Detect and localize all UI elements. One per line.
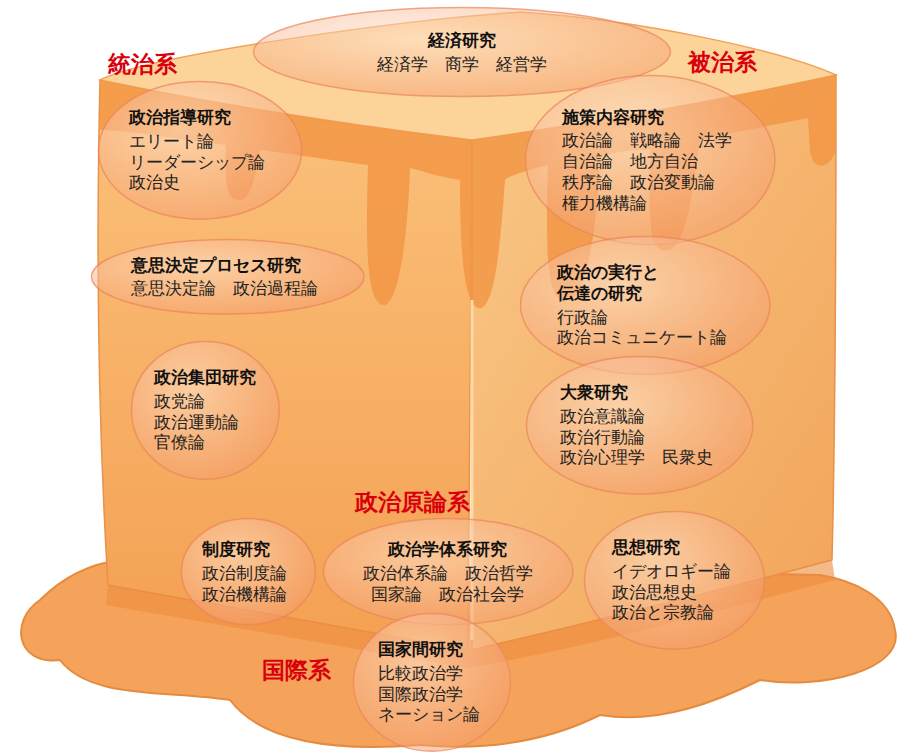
topic-heading: 大衆研究 bbox=[560, 382, 720, 403]
group-label: 統治系 bbox=[108, 52, 177, 77]
bubble-content: 政治集団研究政党論 政治運動論 官僚論 bbox=[154, 367, 256, 453]
topic-heading: 政治集団研究 bbox=[154, 367, 256, 388]
bubble-content: 政治学体系研究政治体系論 政治哲学 国家論 政治社会学 bbox=[360, 539, 537, 604]
topic-fields: 政治意識論 政治行動論 政治心理学 民衆史 bbox=[560, 406, 720, 468]
bubble-ellipse bbox=[585, 511, 765, 649]
topic-bubble: 国家間研究比較政治学 国際政治学 ネーション論 bbox=[352, 612, 512, 753]
topic-heading: 政治の実行と 伝達の研究 bbox=[557, 262, 666, 303]
topic-fields: エリート論 リーダーシップ論 政治史 bbox=[129, 131, 272, 193]
bubble-outline bbox=[519, 235, 771, 376]
topic-bubble: 施策内容研究政治論 戦略論 法学 自治論 地方自治 秩序論 政治変動論 権力機構… bbox=[524, 74, 776, 246]
bubble-content: 意思決定プロセス研究意思決定論 政治過程論 bbox=[131, 255, 325, 299]
topic-fields: 行政論 政治コミュニケート論 bbox=[557, 307, 734, 348]
topic-fields: イデオロギー論 政治思想史 政治と宗教論 bbox=[612, 561, 738, 623]
topic-heading: 政治学体系研究 bbox=[360, 539, 537, 560]
topic-bubble: 政治の実行と 伝達の研究行政論 政治コミュニケート論 bbox=[519, 235, 771, 376]
bubble-content: 思想研究イデオロギー論 政治思想史 政治と宗教論 bbox=[612, 537, 738, 623]
topic-bubble: 制度研究政治制度論 政治機構論 bbox=[180, 517, 317, 626]
topic-fields: 政党論 政治運動論 官僚論 bbox=[154, 391, 246, 453]
bubble-ellipse bbox=[131, 341, 279, 479]
group-label: 政治原論系 bbox=[355, 490, 470, 515]
bubble-outline bbox=[90, 238, 366, 316]
bubble-ellipse bbox=[181, 519, 315, 625]
topic-bubble: 政治指導研究エリート論 リーダーシップ論 政治史 bbox=[97, 80, 303, 221]
topic-heading: 国家間研究 bbox=[378, 639, 487, 660]
bubble-ellipse bbox=[92, 240, 365, 315]
group-label: 被治系 bbox=[688, 50, 757, 75]
bubble-content: 政治指導研究エリート論 リーダーシップ論 政治史 bbox=[129, 107, 272, 193]
topic-fields: 政治論 戦略論 法学 自治論 地方自治 秩序論 政治変動論 権力機構論 bbox=[562, 130, 739, 213]
bubble-content: 制度研究政治制度論 政治機構論 bbox=[202, 539, 294, 604]
topic-heading: 政治指導研究 bbox=[129, 107, 272, 128]
bubble-content: 経済研究経済学 商学 経営学 bbox=[374, 30, 551, 74]
bubble-content: 大衆研究政治意識論 政治行動論 政治心理学 民衆史 bbox=[560, 382, 720, 468]
bubble-content: 政治の実行と 伝達の研究行政論 政治コミュニケート論 bbox=[557, 262, 734, 348]
bubble-content: 国家間研究比較政治学 国際政治学 ネーション論 bbox=[378, 639, 487, 725]
topic-heading: 制度研究 bbox=[202, 539, 294, 560]
topic-heading: 意思決定プロセス研究 bbox=[131, 255, 325, 276]
bubble-ellipse bbox=[354, 613, 511, 751]
bubble-ellipse bbox=[520, 236, 769, 374]
bubble-ellipse bbox=[98, 81, 301, 219]
topic-fields: 意思決定論 政治過程論 bbox=[131, 278, 325, 299]
bubble-ellipse bbox=[525, 75, 774, 244]
topic-fields: 比較政治学 国際政治学 ネーション論 bbox=[378, 663, 487, 725]
topic-heading: 施策内容研究 bbox=[562, 107, 739, 128]
group-label: 国際系 bbox=[262, 658, 331, 683]
topic-bubble: 意思決定プロセス研究意思決定論 政治過程論 bbox=[90, 238, 366, 316]
bubble-content: 施策内容研究政治論 戦略論 法学 自治論 地方自治 秩序論 政治変動論 権力機構… bbox=[562, 107, 739, 214]
topic-bubble: 政治集団研究政党論 政治運動論 官僚論 bbox=[130, 340, 281, 481]
topic-fields: 政治体系論 政治哲学 国家論 政治社会学 bbox=[360, 563, 537, 604]
topic-heading: 経済研究 bbox=[374, 30, 551, 51]
topic-bubble: 思想研究イデオロギー論 政治思想史 政治と宗教論 bbox=[583, 510, 766, 651]
bubble-ellipse bbox=[527, 356, 753, 494]
bubble-ellipse bbox=[323, 519, 572, 625]
topic-fields: 政治制度論 政治機構論 bbox=[202, 563, 294, 604]
topic-bubble: 政治学体系研究政治体系論 政治哲学 国家論 政治社会学 bbox=[322, 517, 574, 626]
topic-heading: 思想研究 bbox=[612, 537, 738, 558]
topic-fields: 経済学 商学 経営学 bbox=[374, 54, 551, 75]
topic-bubble: 大衆研究政治意識論 政治行動論 政治心理学 民衆史 bbox=[525, 355, 754, 496]
